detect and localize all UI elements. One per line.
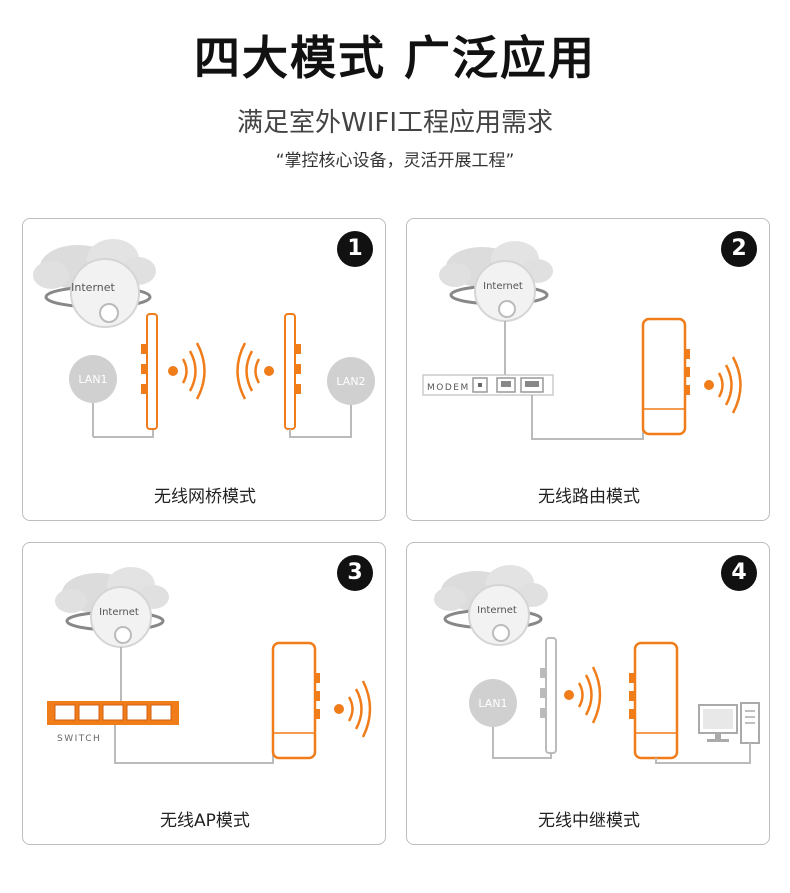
wifi-signal-icon	[564, 666, 602, 724]
cloud-label: Internet	[71, 281, 115, 294]
outdoor-cpe-device	[271, 641, 320, 760]
mode-panel-ap: Internet SWITCH 3 无线AP模式	[22, 542, 386, 845]
bridge-device-left	[141, 313, 158, 430]
ap-diagram: Internet SWITCH	[47, 567, 372, 764]
mode-panel-repeater: Internet LAN1	[406, 542, 770, 845]
cloud-label: Internet	[477, 605, 517, 616]
cloud-label: Internet	[483, 281, 523, 292]
wifi-signal-icon	[704, 356, 742, 414]
mode-caption: 无线AP模式	[160, 811, 250, 831]
lan-left-label: LAN1	[78, 373, 107, 386]
switch-ports	[54, 704, 172, 721]
lan1-node	[69, 355, 117, 403]
wifi-signal-icon	[168, 342, 206, 400]
globe-icon: Internet	[65, 586, 165, 648]
mode-panel-router: Internet MODEM 2 无线路由	[406, 218, 770, 521]
wifi-signal-icon	[334, 680, 372, 738]
lan1-node	[469, 679, 517, 727]
modem-label: MODEM	[427, 383, 470, 393]
outdoor-cpe-device	[629, 641, 679, 760]
bridge-diagram: Internet LAN1	[33, 239, 375, 438]
desktop-computer-icon	[698, 702, 760, 744]
mode-caption: 无线路由模式	[538, 487, 640, 507]
page-subtitle: 满足室外WIFI工程应用需求	[237, 108, 553, 138]
cloud-label: Internet	[99, 607, 139, 618]
switch-label: SWITCH	[57, 734, 101, 744]
repeater-diagram: Internet LAN1	[434, 565, 760, 764]
ethernet-port-icon	[496, 377, 516, 393]
bridge-device-gray	[540, 637, 557, 754]
lan2-node	[327, 357, 375, 405]
mode-caption: 无线网桥模式	[154, 487, 256, 507]
globe-icon: Internet	[44, 258, 152, 328]
lan-right-label: LAN2	[336, 375, 365, 388]
mode-number-badge: 1	[337, 231, 373, 267]
ethernet-port-icon	[520, 377, 544, 393]
globe-icon: Internet	[449, 260, 549, 322]
mode-number-badge: 2	[721, 231, 757, 267]
mode-panel-bridge: Internet LAN1	[22, 218, 386, 521]
bridge-device-right	[284, 313, 301, 430]
router-diagram: Internet MODEM	[422, 241, 742, 440]
mode-caption: 无线中继模式	[538, 811, 640, 831]
wifi-signal-icon	[236, 342, 274, 400]
page-title: 四大模式 广泛应用	[193, 31, 596, 85]
lan-left-label: LAN1	[478, 697, 507, 710]
mode-number-badge: 4	[721, 555, 757, 591]
page-tagline: “掌控核心设备，灵活开展工程”	[275, 151, 515, 171]
mode-number-badge: 3	[337, 555, 373, 591]
outdoor-cpe-device	[641, 317, 690, 436]
globe-icon: Internet	[443, 584, 543, 646]
